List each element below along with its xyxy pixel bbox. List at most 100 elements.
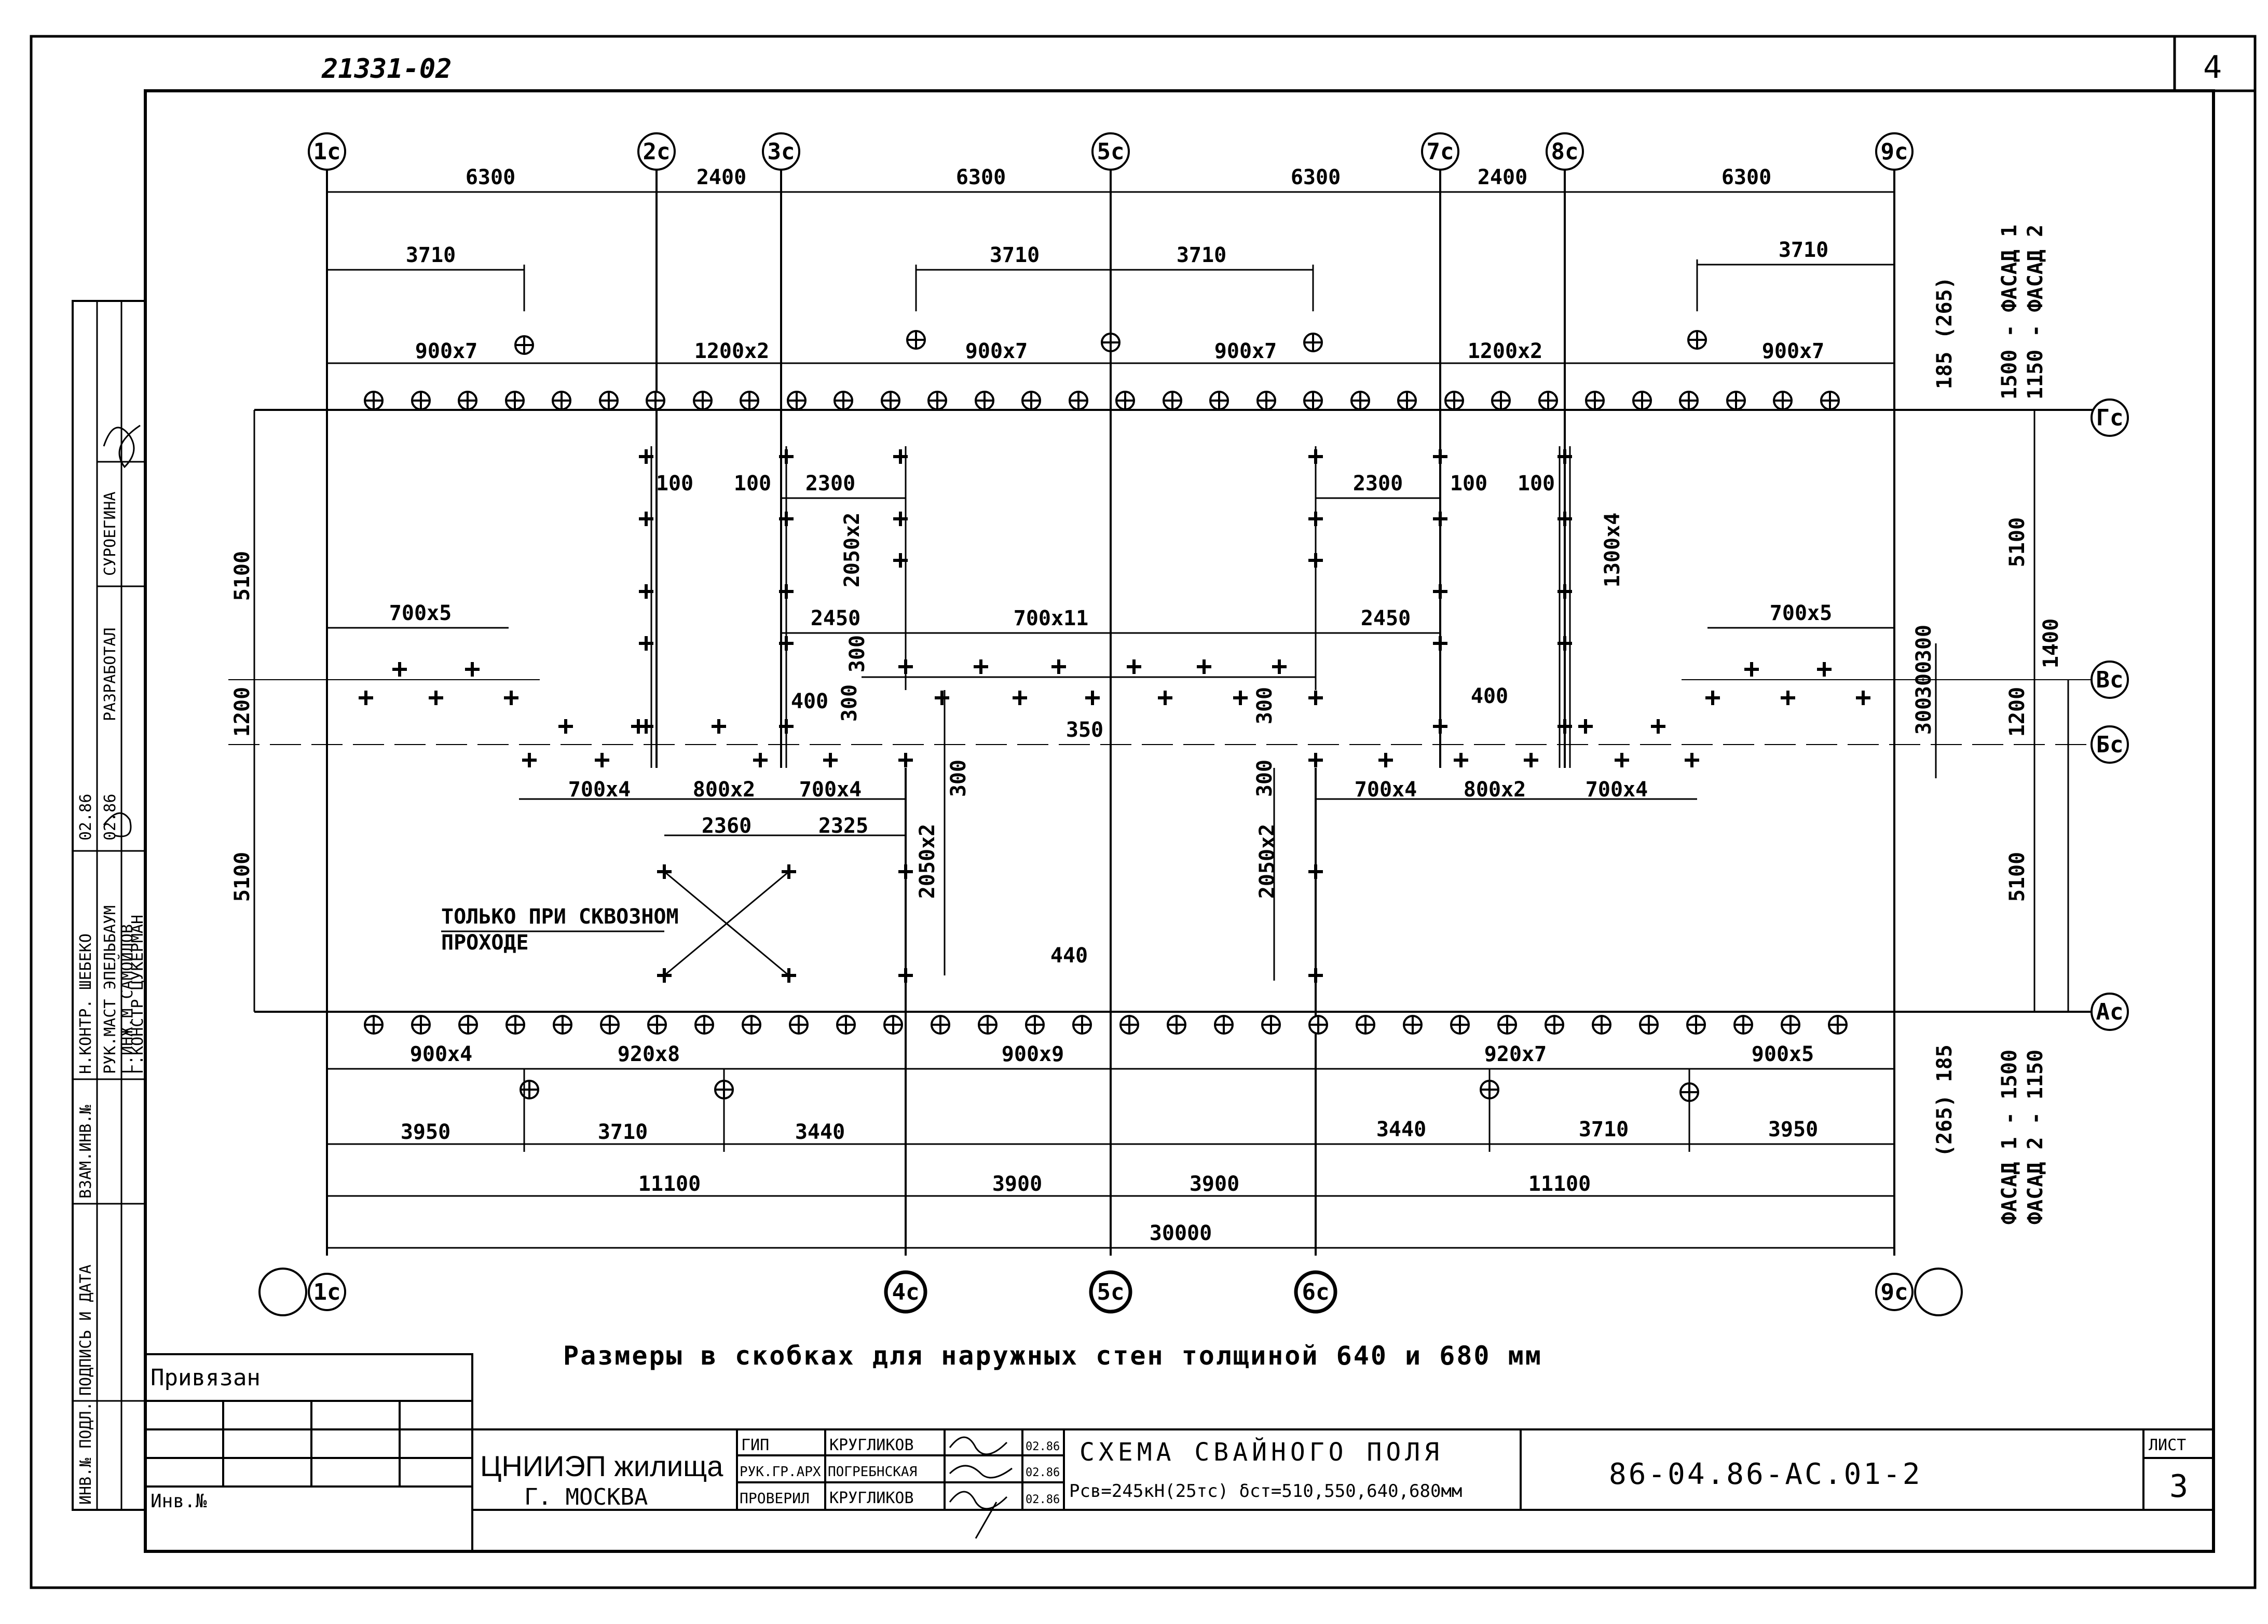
pile-plus xyxy=(823,753,838,767)
drawing-title-2: Pсв=245кН(25тс) δст=510,550,640,680мм xyxy=(1069,1481,1462,1502)
dim-bottom-step-2: 920х8 xyxy=(618,1042,680,1066)
axis-empty-right xyxy=(1914,1268,1963,1316)
pile-circle xyxy=(505,391,525,410)
pile-circle xyxy=(836,1015,856,1035)
signature-mark xyxy=(103,812,132,837)
svg-text:8с: 8с xyxy=(1551,139,1579,165)
pile-plus xyxy=(1615,753,1629,767)
pile-circle xyxy=(975,391,994,410)
pile-plus xyxy=(359,691,373,705)
pile-circle xyxy=(1733,1015,1753,1035)
pile-plus xyxy=(1013,691,1027,705)
axis-8c-top: 8с xyxy=(1546,132,1584,171)
dim-inner: 2450 xyxy=(811,607,860,630)
pile-circle xyxy=(881,391,900,410)
pile-circle xyxy=(1261,1015,1281,1035)
dim-top-step-3: 900х7 xyxy=(965,339,1028,363)
pile-circle xyxy=(1545,1015,1564,1035)
dim-top-step-5: 1200х2 xyxy=(1468,339,1543,363)
pile-circle xyxy=(1397,391,1417,410)
svg-text:7с: 7с xyxy=(1427,139,1454,165)
pile-circle xyxy=(1072,1015,1092,1035)
signature-mark xyxy=(949,1465,1013,1479)
stamp-checked: СУРОЕГИНА xyxy=(101,491,119,576)
svg-text:Гс: Гс xyxy=(2096,405,2124,431)
svg-text:5с: 5с xyxy=(1097,1279,1125,1305)
axis-7c-top: 7с xyxy=(1421,132,1459,171)
dim-inner: 100 xyxy=(1450,472,1487,496)
pile-circle xyxy=(1781,1015,1800,1035)
role-1-date: 02.86 xyxy=(1026,1440,1060,1453)
pile-circle xyxy=(1538,391,1558,410)
pile-circle xyxy=(1303,391,1323,410)
svg-text:6с: 6с xyxy=(1302,1279,1330,1305)
dim-inner: 350 xyxy=(1066,718,1103,742)
dim-inner: 300 xyxy=(1253,760,1277,797)
dim-bottom-tie-2: 3710 xyxy=(598,1120,648,1144)
dim-bottom-total-1: 11100 xyxy=(638,1172,701,1196)
pile-circle xyxy=(906,330,926,350)
archive-number: 21331-02 xyxy=(321,53,452,85)
svg-text:1с: 1с xyxy=(313,1279,341,1305)
pile-circle xyxy=(1303,333,1323,352)
bound-to-label: Привязан xyxy=(151,1365,261,1391)
pile-circle xyxy=(742,1015,761,1035)
dim-top-span-4: 6300 xyxy=(1291,166,1341,189)
dim-top-span-1: 6300 xyxy=(466,166,515,189)
pile-plus xyxy=(1308,753,1323,767)
pile-circle xyxy=(364,391,384,410)
dim-top-tie-2: 3710 xyxy=(990,243,1040,267)
pile-plus xyxy=(1578,719,1593,734)
pile-circle xyxy=(1163,391,1182,410)
pile-circle xyxy=(1592,1015,1611,1035)
svg-text:Ас: Ас xyxy=(2096,999,2124,1025)
pile-plus xyxy=(1158,691,1172,705)
pile-plus xyxy=(595,753,609,767)
pile-circle xyxy=(1021,391,1041,410)
stamp-row-4: Г.КОНСТР ЦУКЕРМАН xyxy=(129,915,147,1074)
axis-1c-bottom: 1с xyxy=(308,1273,346,1311)
pile-plus xyxy=(974,659,988,674)
dim-bottom-tie-1: 3950 xyxy=(401,1120,450,1144)
dim-left-2: 1200 xyxy=(230,687,254,737)
dim-inner: 2300 xyxy=(1353,472,1403,496)
pile-plus xyxy=(1524,753,1538,767)
dim-top-span-6: 6300 xyxy=(1722,166,1771,189)
offset-top-3: 1150 - ФАСАД 2 xyxy=(2024,225,2047,400)
dim-bottom-step-4: 920х7 xyxy=(1484,1042,1547,1066)
pile-plus xyxy=(1817,662,1832,677)
dim-top-span-3: 6300 xyxy=(956,166,1006,189)
dim-inner: 700х11 xyxy=(1014,607,1089,630)
axis-Bc: Бс xyxy=(2091,725,2129,764)
pile-plus xyxy=(1433,636,1447,651)
pile-plus xyxy=(1378,753,1393,767)
dim-inner: 700х5 xyxy=(389,601,452,625)
axis-5c-bottom: 5с xyxy=(1089,1270,1132,1314)
role-2: РУК.ГР.АРХ xyxy=(740,1464,821,1480)
inner-frame xyxy=(144,89,2215,1553)
dim-inner: 2360 xyxy=(702,814,752,838)
dim-inner: 2050х2 xyxy=(916,824,939,899)
pile-plus xyxy=(935,691,949,705)
pile-plus xyxy=(1233,691,1248,705)
pile-plus xyxy=(631,719,646,734)
svg-text:5с: 5с xyxy=(1097,139,1125,165)
dim-inner: 100 xyxy=(734,472,771,496)
pile-plus xyxy=(1308,691,1323,705)
right-vertical-dim xyxy=(1935,410,2069,1012)
dim-inner: 2300 xyxy=(805,472,855,496)
role-1-name: КРУГЛИКОВ xyxy=(829,1436,914,1454)
stamp-row-1: Н.КОНТР. ШЕБЕКО xyxy=(77,933,95,1074)
dim-top-step-2: 1200х2 xyxy=(694,339,770,363)
pile-circle xyxy=(1308,1015,1328,1035)
pile-plus xyxy=(1651,719,1665,734)
through-passage-note-1: ТОЛЬКО ПРИ СКВОЗНОМ xyxy=(441,905,679,929)
organization: ЦНИИЭП жилища xyxy=(480,1450,723,1482)
pile-circle xyxy=(600,1015,620,1035)
dim-top-span-2: 2400 xyxy=(696,166,746,189)
dim-inner: 100 xyxy=(1518,472,1555,496)
dim-bottom-step-1: 900х4 xyxy=(410,1042,472,1066)
offset-top-2: 1500 - ФАСАД 1 xyxy=(1998,225,2021,400)
axis-9c-top: 9с xyxy=(1875,132,1914,171)
